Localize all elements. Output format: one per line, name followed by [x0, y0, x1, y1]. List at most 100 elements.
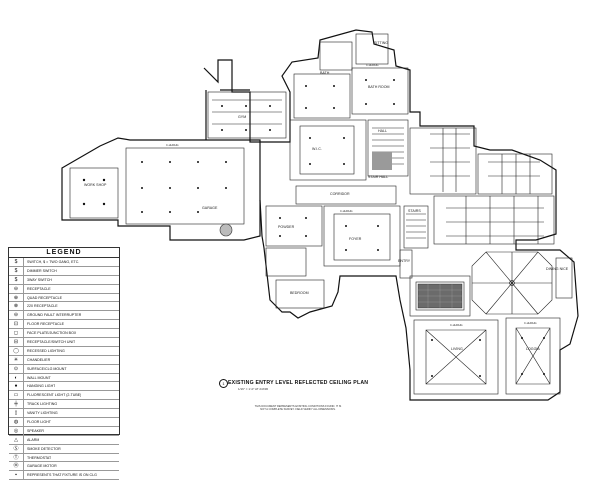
room-label-bath: BATH	[320, 71, 330, 75]
legend-item: ●HANGING LIGHT	[9, 382, 119, 392]
ceiling-tag: C-HLR/HG	[340, 209, 353, 213]
quad-receptacle-icon: ⊕	[9, 293, 24, 302]
legend-item-label: RECEPTACLE/SWITCH UNIT	[27, 339, 76, 344]
legend-item: $DIMMER SWITCH	[9, 266, 119, 276]
switched-receptacle-icon: ⊟	[9, 338, 24, 346]
legend-item-label: RECESSED LIGHTING	[27, 348, 65, 353]
receptacle-220-icon: ⊗	[9, 302, 24, 311]
room-label-stairs: STAIRS	[408, 209, 421, 213]
legend-item-label: SMOKE DETECTOR	[27, 446, 61, 451]
room-label-garage: GARAGE	[202, 206, 218, 210]
legend-item-label: FACE PLATE/JUNCTION BOX	[27, 331, 77, 336]
legend-item: $3WAY SWITCH	[9, 275, 119, 285]
switch-icon: $	[9, 258, 24, 266]
junction-box-icon: ◻	[9, 329, 24, 338]
legend-item-label: TRACK LIGHTING	[27, 402, 58, 407]
on-clg-icon: ▪	[9, 471, 24, 480]
legend-item-label: RECEPTACLE	[27, 286, 51, 291]
legend-item-label: 3WAY SWITCH	[27, 277, 52, 282]
legend-item: ⊖RECEPTACLE	[9, 284, 119, 294]
legend-item: ⊗220 RECEPTACLE	[9, 302, 119, 312]
legend-item: ◎SPEAKER	[9, 426, 119, 436]
legend-item: $SWITCH, $ = TWO GANG, ETC.	[9, 258, 119, 267]
ceiling-tag: C-HLR/HG	[366, 63, 379, 67]
room-label-powder: POWDER	[278, 225, 295, 229]
legend-item-label: WALL MOUNT	[27, 375, 51, 380]
legend-item-label: ALARM	[27, 437, 40, 442]
legend-item-label: VANITY LIGHTING	[27, 411, 58, 416]
legend-item: ╪TRACK LIGHTING	[9, 400, 119, 410]
garage-motor-icon: Ⓜ	[9, 462, 24, 471]
legend-item-label: FLUORESCENT LIGHT (2-TUBE)	[27, 393, 82, 398]
drawing-number-badge: 1	[219, 379, 228, 388]
plan-title: EXISTING ENTRY LEVEL REFLECTED CEILING P…	[228, 380, 369, 386]
ceiling-tag: C-HLR/HG	[524, 321, 537, 325]
speaker-icon: ◎	[9, 426, 24, 435]
legend-item-label: FLOOR LIGHT	[27, 419, 51, 424]
legend-item-label: GROUND FAULT INTERRUPTER	[27, 313, 82, 318]
recessed-light-icon: ◯	[9, 346, 24, 355]
legend-item: ⊡FLOOR RECEPTACLE	[9, 320, 119, 330]
legend-item: ◐WALL MOUNT	[9, 373, 119, 383]
legend-item: ✳CHANDELIER	[9, 355, 119, 365]
legend-item-label: THERMOSTAT	[27, 455, 52, 460]
legend-item-label: GARAGE MOTOR	[27, 464, 57, 469]
hanging-light-icon: ●	[9, 382, 24, 391]
three-way-icon: $	[9, 275, 24, 284]
room-label-stair-hall: STAIR HALL	[368, 175, 388, 179]
room-label-bath-room: BATH ROOM	[368, 85, 390, 89]
legend-item: ⊖GROUND FAULT INTERRUPTER	[9, 311, 119, 321]
room-label-living: LIVING	[451, 347, 463, 351]
legend-item: ▭FLUORESCENT LIGHT (2-TUBE)	[9, 391, 119, 401]
room-label-loggia: LOGGIA	[526, 347, 540, 351]
legend-item-label: SURFACE/CLG MOUNT	[27, 366, 67, 371]
legend-item: △ALARM	[9, 435, 119, 445]
receptacle-icon: ⊖	[9, 284, 24, 293]
surface-mount-icon: ⊙	[9, 364, 24, 373]
legend-item: ▯VANITY LIGHTING	[9, 409, 119, 419]
room-label-entry: ENTRY	[398, 259, 411, 263]
legend-item-label: SPEAKER	[27, 428, 44, 433]
room-label-hall: HALL	[378, 129, 387, 133]
floor-receptacle-icon: ⊡	[9, 320, 24, 329]
legend-item-label: DIMMER SWITCH	[27, 268, 57, 273]
smoke-detector-icon: Ⓢ	[9, 444, 24, 453]
thermostat-icon: Ⓣ	[9, 453, 24, 462]
alarm-icon: △	[9, 435, 24, 444]
legend-item: ◻FACE PLATE/JUNCTION BOX	[9, 329, 119, 339]
legend-item-label: HANGING LIGHT	[27, 384, 56, 389]
room-label-work-shop: WORK SHOP	[84, 183, 107, 187]
legend-title: LEGEND	[9, 248, 119, 258]
legend-item: ▪REPRESENTS THAT FIXTURE IS ON CLG	[9, 471, 119, 480]
legend-item-label: QUAD RECEPTACLE	[27, 295, 63, 300]
wall-mount-icon: ◐	[9, 373, 24, 382]
ceiling-tag: C-HLR/HG	[166, 143, 179, 147]
floor-light-icon: ◍	[9, 418, 24, 426]
legend-panel: LEGEND $SWITCH, $ = TWO GANG, ETC.$DIMME…	[8, 247, 120, 480]
track-light-icon: ╪	[9, 400, 24, 409]
plan-title-block: 1 EXISTING ENTRY LEVEL REFLECTED CEILING…	[219, 379, 369, 391]
legend-item: ◯RECESSED LIGHTING	[9, 346, 119, 356]
room-label-wic: W.I.C.	[312, 147, 322, 151]
ceiling-tag: C-HLR/HG	[450, 323, 463, 327]
dimmer-icon: $	[9, 266, 24, 275]
legend-item-label: REPRESENTS THAT FIXTURE IS ON CLG	[27, 473, 97, 478]
chandelier-icon: ✳	[9, 355, 24, 364]
legend-item-label: SWITCH, $ = TWO GANG, ETC.	[27, 259, 80, 264]
room-label-bedroom: BEDROOM	[290, 291, 309, 295]
legend-item: ⊟RECEPTACLE/SWITCH UNIT	[9, 338, 119, 347]
plan-scale: 1/16" = 1'-0" AT 24X36	[238, 387, 269, 391]
legend-item: ◍FLOOR LIGHT	[9, 418, 119, 427]
room-label-sitting: SITTING	[374, 41, 388, 45]
room-label-dining-nice: DINING NICE	[546, 267, 569, 271]
legend-item-label: FLOOR RECEPTACLE	[27, 322, 65, 327]
legend-item: ⊙SURFACE/CLG MOUNT	[9, 364, 119, 374]
gfi-icon: ⊖	[9, 311, 24, 320]
disclaimer-note: THIS DOCUMENT REPRESENTS EXISTING CONDIT…	[254, 405, 342, 411]
floor-plan: WORK SHOP GARAGE GYM BATH BATH ROOM SITT…	[61, 29, 579, 401]
room-label-gym: GYM	[238, 115, 246, 119]
legend-item-label: CHANDELIER	[27, 357, 51, 362]
room-label-foyer: FOYER	[349, 237, 362, 241]
